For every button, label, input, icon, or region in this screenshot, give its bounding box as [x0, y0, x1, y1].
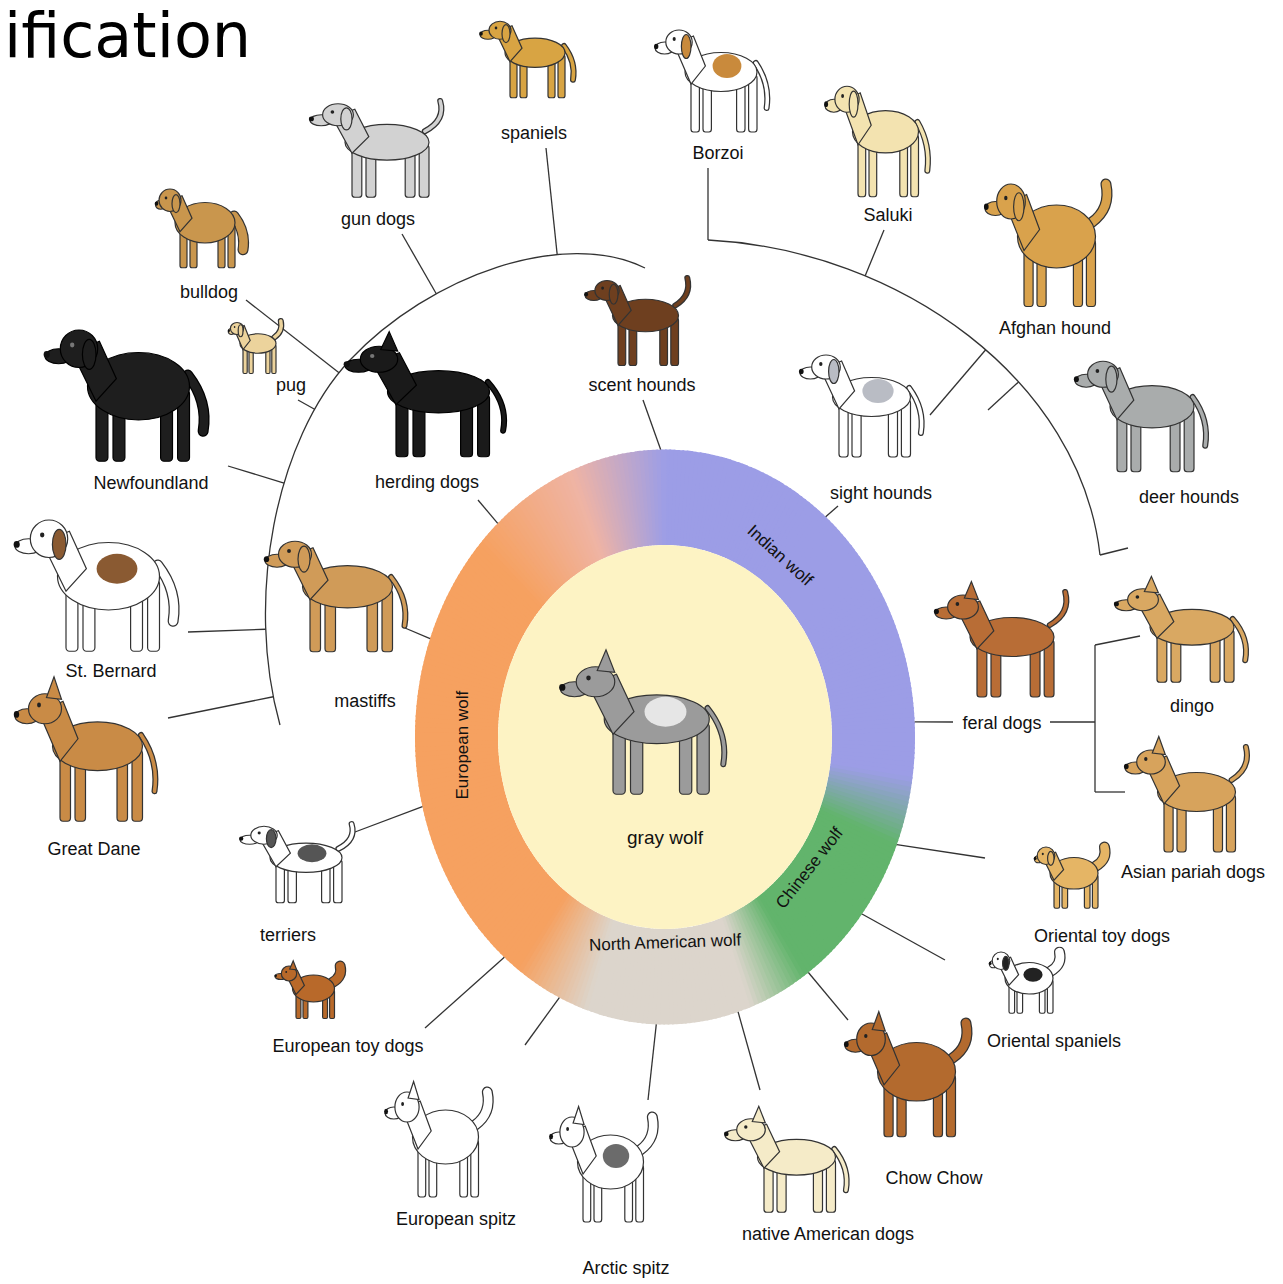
dog-figure — [724, 1106, 847, 1212]
breed-label: spaniels — [499, 123, 569, 144]
breed-label: dingo — [1168, 696, 1216, 717]
dog-figure — [934, 582, 1066, 698]
breed-label: Oriental toy dogs — [1032, 926, 1172, 947]
leader-line — [826, 506, 838, 517]
dog-figure — [14, 677, 156, 821]
dog-figure — [1124, 737, 1247, 853]
dog-figure — [1114, 576, 1246, 682]
leader-line — [355, 807, 422, 832]
wolf-figure — [498, 545, 832, 929]
leader-line — [425, 957, 504, 1028]
dog-figure — [559, 650, 724, 794]
dog-figure — [824, 86, 928, 197]
leader-line — [707, 168, 708, 240]
dog-figure — [228, 321, 281, 374]
dog-figure — [264, 541, 406, 652]
breed-label: pug — [274, 375, 308, 396]
leader-line — [402, 234, 436, 294]
breed-label: feral dogs — [960, 713, 1043, 734]
leader-line — [862, 914, 945, 960]
breed-label: bulldog — [178, 282, 240, 303]
dog-figure — [14, 520, 174, 651]
breed-label: Afghan hound — [997, 318, 1113, 339]
breed-label: Oriental spaniels — [985, 1031, 1123, 1052]
breed-label: terriers — [258, 925, 318, 946]
breed-label: Arctic spitz — [580, 1258, 671, 1279]
center-circle: gray wolf — [498, 545, 832, 929]
ring-slice — [661, 449, 667, 544]
leader-line — [298, 400, 315, 409]
breed-label: Great Dane — [45, 839, 142, 860]
leader-line — [188, 629, 266, 632]
dog-figure — [799, 355, 922, 457]
leader-line — [1094, 645, 1095, 792]
breed-label: Newfoundland — [91, 473, 210, 494]
leader-line — [405, 628, 430, 639]
dog-figure — [344, 332, 504, 457]
dog-figure — [1074, 361, 1206, 472]
band-label: European wolf — [451, 689, 473, 802]
leader-line — [643, 400, 661, 450]
leader-line — [168, 697, 273, 718]
ring-band: European wolf — [451, 689, 473, 802]
page-title: ification — [4, 2, 251, 70]
leader-line — [808, 973, 848, 1020]
leader-line — [648, 1024, 656, 1100]
leader-line — [1050, 721, 1095, 722]
wolf-ring — [415, 449, 915, 1024]
dog-figure — [274, 961, 340, 1019]
dog-figure — [384, 1082, 488, 1198]
breed-label: deer hounds — [1137, 487, 1241, 508]
node-label: gray wolf — [627, 827, 703, 849]
leader-line — [478, 500, 498, 523]
leader-line — [1095, 636, 1140, 645]
dog-figures — [14, 21, 1247, 1222]
breed-label: herding dogs — [373, 472, 481, 493]
leader-line — [865, 230, 884, 276]
dog-figure — [239, 824, 353, 903]
breed-label: gun dogs — [339, 209, 417, 230]
breed-label: European spitz — [394, 1209, 518, 1230]
dog-figure — [654, 30, 767, 132]
leader-line — [915, 721, 953, 722]
leader-line — [228, 466, 284, 483]
breed-label: Saluki — [861, 205, 914, 226]
breed-label: native American dogs — [740, 1224, 916, 1245]
leader-line — [738, 1012, 760, 1090]
dog-figure — [989, 952, 1060, 1013]
breed-label: European toy dogs — [270, 1036, 425, 1057]
breed-label: mastiffs — [332, 691, 398, 712]
leader-line — [1095, 791, 1125, 792]
breed-label: Borzoi — [690, 143, 745, 164]
dog-figure — [984, 184, 1107, 307]
breed-label: scent hounds — [586, 375, 697, 396]
group-arc — [708, 240, 1100, 555]
leader-line — [1100, 548, 1128, 555]
leader-line — [897, 845, 985, 858]
dog-figure — [1034, 847, 1105, 908]
dog-figure — [309, 101, 441, 197]
leader-line — [525, 998, 559, 1045]
leader-line — [930, 350, 986, 415]
dog-figure — [844, 1012, 967, 1137]
dog-figure — [479, 21, 573, 98]
dog-figure — [549, 1107, 653, 1223]
leader-line — [988, 382, 1019, 410]
breed-label: Chow Chow — [883, 1168, 984, 1189]
breed-label: sight hounds — [828, 483, 934, 504]
leader-line — [546, 148, 557, 254]
dog-figure — [155, 189, 244, 268]
dog-figure — [44, 330, 204, 461]
breed-label: Asian pariah dogs — [1119, 862, 1267, 883]
breed-label: St. Bernard — [63, 661, 158, 682]
dog-figure — [584, 278, 688, 366]
